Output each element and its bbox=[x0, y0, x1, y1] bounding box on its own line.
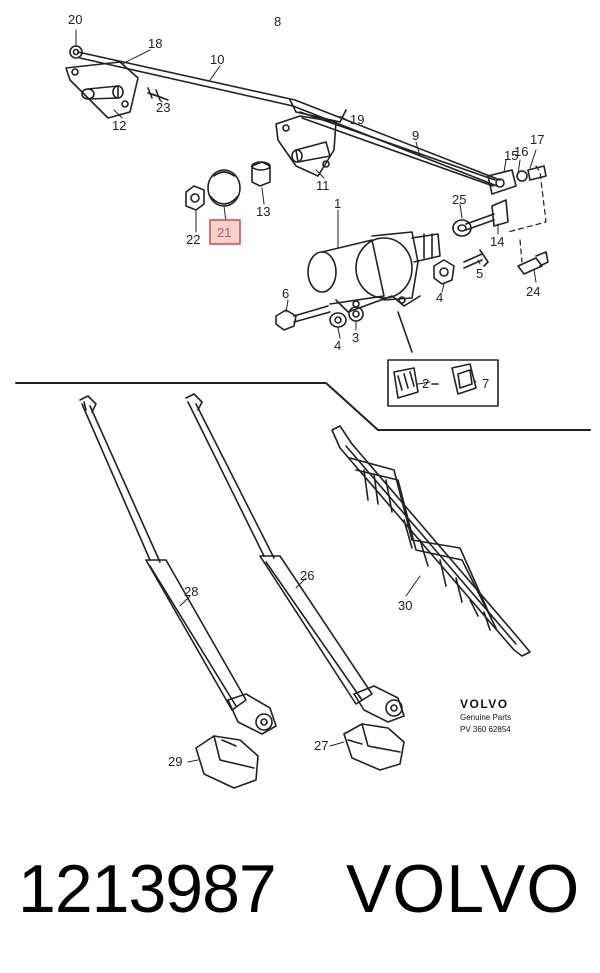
callout-13: 13 bbox=[256, 204, 270, 219]
pivot-bracket-11 bbox=[275, 115, 337, 177]
part-footer: 1213987 VOLVO bbox=[0, 840, 600, 950]
callout-leaders bbox=[75, 29, 537, 763]
arm-cover-27 bbox=[343, 723, 405, 771]
callout-14: 14 bbox=[490, 234, 504, 249]
washer-25 bbox=[452, 219, 472, 237]
crank-link-15 bbox=[487, 165, 547, 195]
callout-4-left: 4 bbox=[334, 338, 341, 353]
pivot-bracket-12 bbox=[65, 61, 139, 119]
callout-8: 8 bbox=[274, 14, 281, 29]
connector-box bbox=[387, 359, 499, 407]
washer-3 bbox=[348, 306, 364, 322]
callout-19: 19 bbox=[350, 112, 364, 127]
section-divider bbox=[15, 382, 591, 431]
callout-20: 20 bbox=[68, 12, 82, 27]
callout-24: 24 bbox=[526, 284, 540, 299]
callout-4-right: 4 bbox=[436, 290, 443, 305]
callout-5: 5 bbox=[476, 266, 483, 281]
callout-11: 11 bbox=[316, 178, 330, 193]
callout-25: 25 bbox=[452, 192, 466, 207]
callout-labels: 20 8 18 10 23 12 19 9 17 16 15 11 13 25 … bbox=[68, 12, 544, 769]
wiper-arm-26 bbox=[185, 393, 405, 723]
logo-code: PV 360 62854 bbox=[460, 725, 511, 734]
bolt-6 bbox=[275, 305, 331, 331]
wiper-blade-30 bbox=[331, 425, 531, 657]
bolt-23 bbox=[147, 87, 169, 101]
clip-19 bbox=[289, 99, 347, 123]
callout-22: 22 bbox=[186, 232, 200, 247]
callout-9: 9 bbox=[412, 128, 419, 143]
callout-21: 21 bbox=[217, 225, 231, 240]
callout-28: 28 bbox=[184, 584, 198, 599]
bracket-14 bbox=[465, 199, 509, 231]
callout-17: 17 bbox=[530, 132, 544, 147]
part-number: 1213987 bbox=[18, 851, 277, 927]
bushing-13 bbox=[251, 161, 271, 187]
callout-16: 16 bbox=[514, 144, 528, 159]
dashed-guide bbox=[507, 165, 547, 263]
callout-23: 23 bbox=[156, 100, 170, 115]
callout-18: 18 bbox=[148, 36, 162, 51]
callout-15: 15 bbox=[504, 148, 518, 163]
highlight-box-21 bbox=[209, 219, 241, 245]
logo-brand: VOLVO bbox=[460, 697, 509, 711]
wiper-arm-28 bbox=[79, 395, 277, 735]
callout-26: 26 bbox=[300, 568, 314, 583]
exploded-parts-diagram: 20 8 18 10 23 12 19 9 17 16 15 11 13 25 … bbox=[15, 12, 591, 789]
bolt-24 bbox=[517, 251, 549, 275]
connector-leader bbox=[397, 311, 413, 353]
wiper-motor-1 bbox=[307, 231, 441, 313]
callout-12: 12 bbox=[112, 118, 126, 133]
callout-2: 2 bbox=[422, 376, 429, 391]
callout-27: 27 bbox=[314, 738, 328, 753]
volvo-genuine-parts-logo: VOLVO Genuine Parts PV 360 62854 bbox=[460, 697, 511, 734]
callout-6: 6 bbox=[282, 286, 289, 301]
linkage-rod-9 bbox=[299, 111, 496, 187]
logo-tagline: Genuine Parts bbox=[460, 713, 511, 722]
callout-3: 3 bbox=[352, 330, 359, 345]
callout-30: 30 bbox=[398, 598, 412, 613]
nut-4-left bbox=[329, 312, 347, 328]
callout-1: 1 bbox=[334, 196, 341, 211]
callout-10: 10 bbox=[210, 52, 224, 67]
callout-29: 29 bbox=[168, 754, 182, 769]
arm-cover-29 bbox=[195, 735, 259, 789]
brand-name: VOLVO bbox=[346, 851, 581, 927]
nut-22 bbox=[185, 185, 205, 211]
nut-4-right bbox=[433, 259, 455, 285]
callout-7: 7 bbox=[482, 376, 489, 391]
cover-cap-21 bbox=[207, 169, 241, 207]
